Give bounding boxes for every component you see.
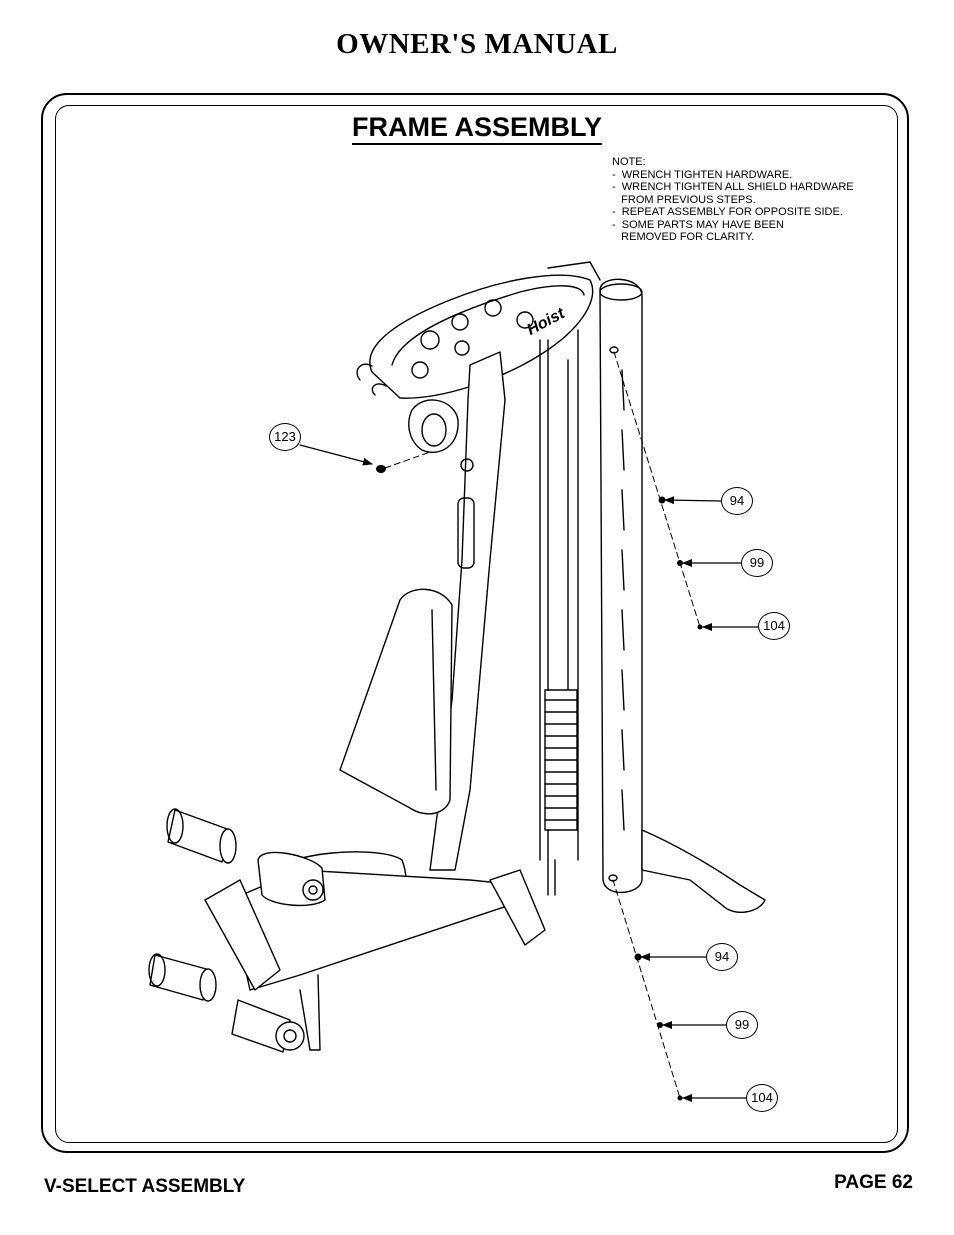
roller-pads: [148, 808, 326, 1053]
manual-title: OWNER'S MANUAL: [336, 28, 618, 60]
note-line: REMOVED FOR CLARITY.: [612, 231, 755, 243]
callout-arrows: [299, 444, 759, 1102]
callout-94-top: 94: [721, 487, 753, 515]
inner-border: [55, 105, 898, 1143]
note-line: NOTE:: [612, 156, 646, 168]
footer-section-name: V-SELECT ASSEMBLY: [44, 1176, 246, 1197]
note-line: FROM PREVIOUS STEPS.: [612, 193, 756, 206]
rear-base-foot: [641, 829, 766, 913]
hardware-parts: [376, 465, 703, 1101]
back-pad: [339, 588, 453, 815]
section-title: FRAME ASSEMBLY: [0, 112, 954, 145]
note-line: - WRENCH TIGHTEN ALL SHIELD HARDWARE: [612, 181, 854, 193]
shield-column: [599, 278, 643, 894]
outer-border: [41, 93, 909, 1153]
weight-stack-guide: [539, 329, 579, 861]
assembly-note: NOTE: - WRENCH TIGHTEN HARDWARE. - WRENC…: [612, 156, 854, 244]
note-line: - WRENCH TIGHTEN HARDWARE.: [612, 168, 793, 181]
callout-104-top: 104: [758, 612, 790, 640]
callout-94-bottom: 94: [706, 943, 738, 971]
callout-123: 123: [269, 423, 301, 451]
note-line: - SOME PARTS MAY HAVE BEEN: [612, 218, 784, 231]
callout-104-bottom: 104: [746, 1084, 778, 1112]
assembly-guide-lines: [384, 351, 701, 1099]
note-line: - REPEAT ASSEMBLY FOR OPPOSITE SIDE.: [612, 206, 843, 218]
callout-99-top: 99: [741, 549, 773, 577]
page-number: PAGE 62: [834, 1172, 913, 1193]
callout-99-bottom: 99: [726, 1011, 758, 1039]
